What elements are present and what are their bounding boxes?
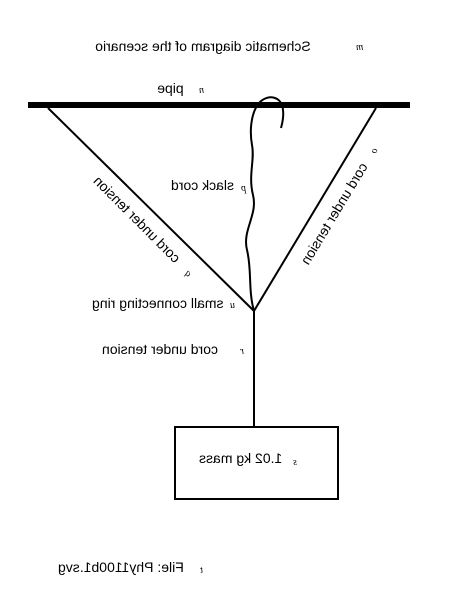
vertical-cord-label: cord under tension r — [102, 341, 244, 357]
file-tag: t — [200, 565, 203, 576]
title-label: Schematic diagram of the scenario m — [95, 38, 363, 54]
right-cord-tag: o — [368, 146, 380, 156]
slack-cord-text: slack cord — [171, 177, 234, 193]
title-text: Schematic diagram of the scenario — [95, 38, 311, 54]
right-cord — [253, 107, 377, 312]
left-cord-tag: q — [182, 268, 193, 279]
left-cord-text: cord under tension — [91, 173, 184, 266]
vertical-cord-tag: r — [240, 346, 244, 357]
file-text: File: Phy1100b1.svg — [58, 559, 184, 575]
file-label: File: Phy1100b1.svg t — [58, 559, 203, 576]
ring-text: small connecting ring — [92, 295, 224, 311]
left-cord — [47, 107, 255, 312]
slack-cord — [245, 96, 285, 312]
vertical-cord-text: cord under tension — [102, 341, 218, 357]
mass-label: 1.02 kg mass s — [199, 450, 297, 468]
slack-cord-tag: p — [241, 183, 247, 194]
ring-label: small connecting ring u — [92, 295, 235, 311]
right-cord-text: cord under tension — [297, 160, 370, 268]
pipe-label: pipe n — [157, 80, 204, 96]
right-cord-label: cord under tension o — [297, 146, 380, 268]
mass-text: 1.02 kg mass — [199, 450, 282, 466]
title-tag: m — [356, 42, 363, 53]
pipe-text: pipe — [157, 80, 184, 96]
pipe-tag: n — [199, 85, 204, 96]
ring-tag: u — [230, 300, 235, 311]
mass-box — [174, 426, 339, 500]
mass-tag: s — [293, 457, 297, 468]
slack-cord-label: slack cord p — [171, 177, 247, 194]
